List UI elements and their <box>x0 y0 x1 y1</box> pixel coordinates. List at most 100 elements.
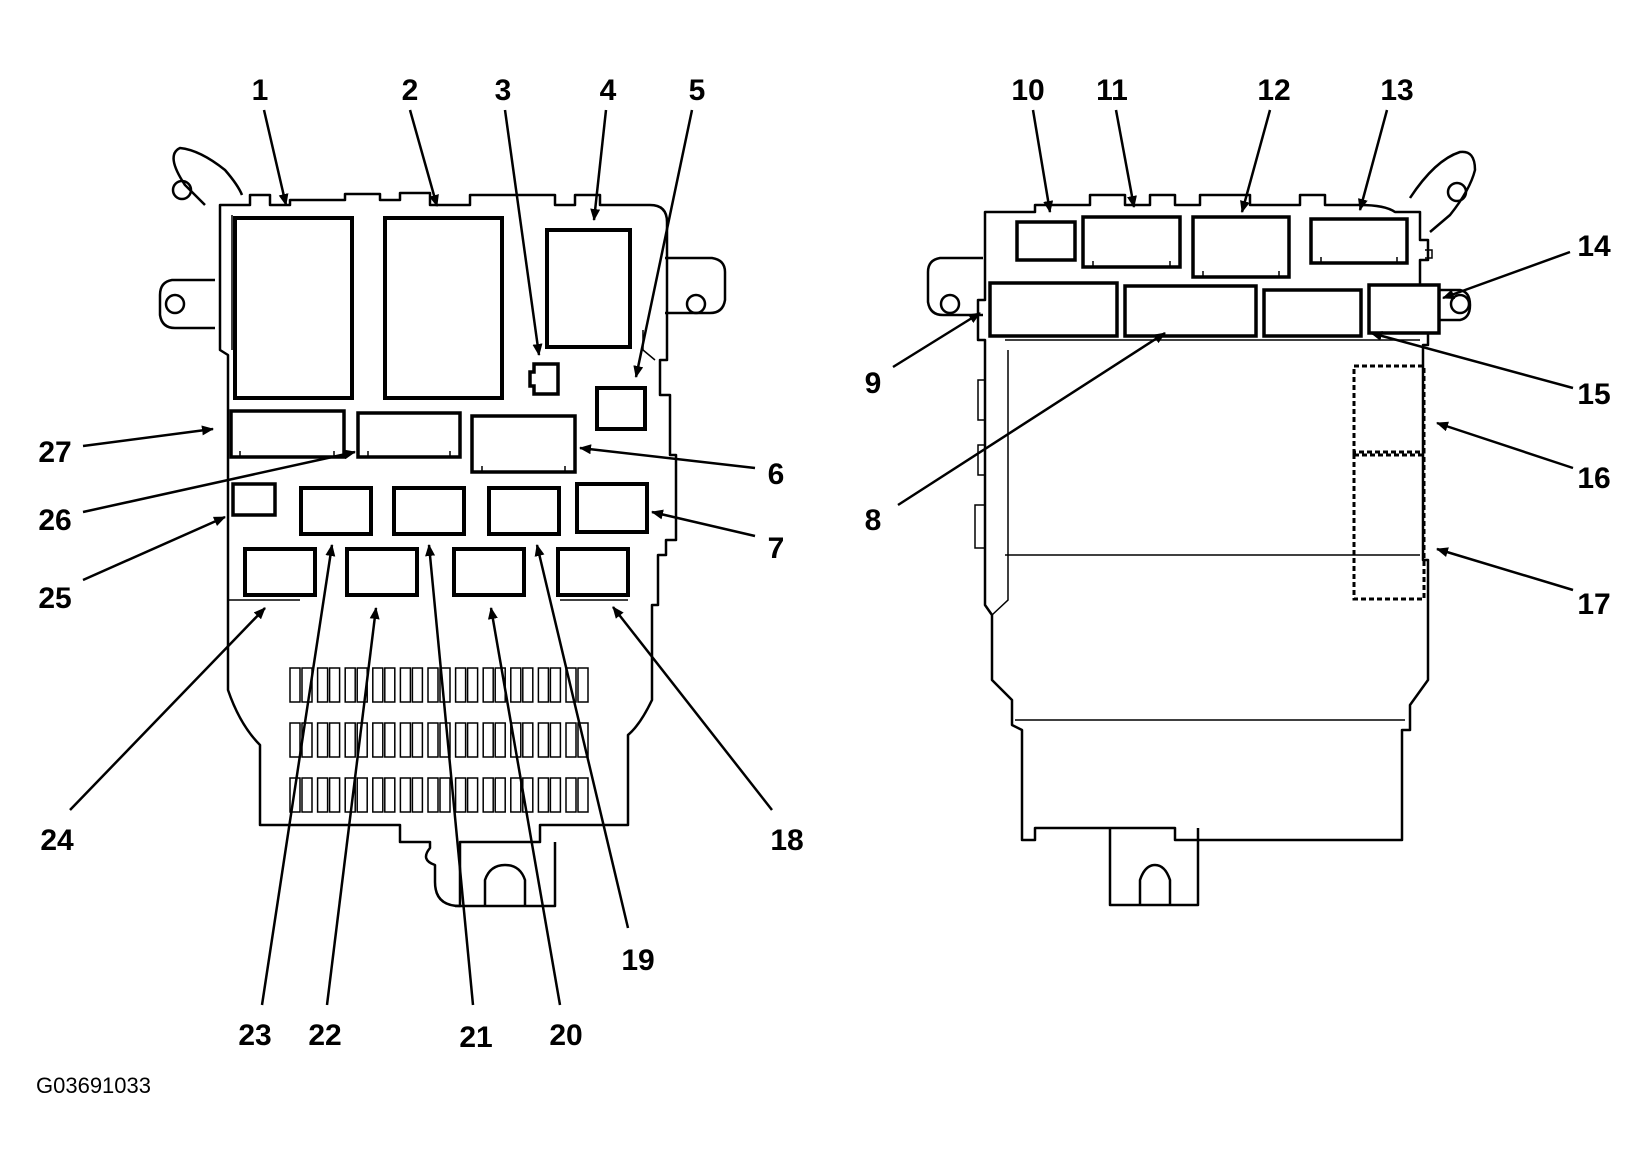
relay-19 <box>487 486 561 536</box>
leader-lines <box>69 109 1574 1006</box>
fuse-blade <box>301 777 313 813</box>
fuse-blade <box>372 667 384 703</box>
fuse-blade <box>411 667 424 703</box>
relay-2 <box>383 216 504 400</box>
fuse-blade <box>399 722 412 758</box>
hidden-relay-16 <box>1352 364 1426 454</box>
callout-23: 23 <box>238 1019 271 1052</box>
callout-3: 3 <box>495 74 512 107</box>
fuse-blade <box>537 667 550 703</box>
fuse-blade <box>316 777 329 813</box>
fuse-blade <box>482 722 494 758</box>
callout-7: 7 <box>768 532 785 565</box>
callout-11: 11 <box>1096 74 1128 107</box>
fuse-blade <box>399 667 412 703</box>
callout-1: 1 <box>252 74 269 107</box>
fuse-blade <box>577 777 589 813</box>
hidden-relay-17 <box>1352 453 1426 601</box>
fuse-blade <box>289 667 301 703</box>
fuse-blade <box>522 667 534 703</box>
fuse-blade <box>316 667 329 703</box>
connector-14 <box>1367 283 1441 335</box>
callout-19: 19 <box>621 944 654 977</box>
figure-code: G03691033 <box>36 1073 151 1098</box>
fuse-blade <box>494 722 506 758</box>
connector-27 <box>229 409 346 459</box>
callout-12: 12 <box>1257 74 1290 107</box>
fuse-blade <box>384 722 396 758</box>
fuse-blade <box>466 777 479 813</box>
fuse-blade <box>482 667 494 703</box>
relay-1 <box>233 216 354 400</box>
callout-numbers: 1 2 3 4 5 6 7 8 9 10 11 12 13 14 15 16 1… <box>38 74 1611 1054</box>
fuse-blade <box>466 667 479 703</box>
fuse-blade <box>427 667 439 703</box>
connector-8 <box>1123 284 1258 338</box>
fuse-blade <box>328 777 341 813</box>
fuse-blade <box>289 722 301 758</box>
relay-5 <box>595 386 647 431</box>
fuse-blade <box>427 722 439 758</box>
relay-7 <box>575 482 649 534</box>
relay-25 <box>231 482 277 517</box>
fuse-blade <box>577 667 589 703</box>
relay-3 <box>528 362 560 396</box>
fuse-blade <box>372 777 384 813</box>
connector-9 <box>988 281 1119 338</box>
fuse-blade <box>466 722 479 758</box>
connector-11 <box>1081 215 1182 269</box>
fuse-blade <box>522 722 534 758</box>
fuse-blade <box>356 777 368 813</box>
fuse-blade <box>411 722 424 758</box>
callout-9: 9 <box>865 367 882 400</box>
fuse-blade <box>439 777 451 813</box>
callout-25: 25 <box>38 582 71 615</box>
relay-18 <box>556 547 630 597</box>
fuse-blade <box>328 722 341 758</box>
fuse-blade <box>384 667 396 703</box>
connector-15 <box>1262 288 1363 338</box>
callout-14: 14 <box>1577 230 1611 263</box>
fuse-blade <box>549 777 562 813</box>
relay-20 <box>452 547 526 597</box>
callout-27: 27 <box>38 436 71 469</box>
relay-24 <box>243 547 317 597</box>
callout-22: 22 <box>308 1019 341 1052</box>
fuse-blade <box>549 722 562 758</box>
fuse-blade <box>549 667 562 703</box>
connector-6 <box>470 414 577 474</box>
callout-2: 2 <box>402 74 419 107</box>
fuse-blade <box>399 777 412 813</box>
fuse-grid <box>289 667 589 813</box>
callout-13: 13 <box>1380 74 1413 107</box>
relay-4 <box>545 228 632 349</box>
relay-22 <box>345 547 419 597</box>
connector-10 <box>1015 220 1077 262</box>
fuse-blade <box>454 722 467 758</box>
callout-16: 16 <box>1577 462 1610 495</box>
callout-10: 10 <box>1011 74 1044 107</box>
callout-20: 20 <box>549 1019 582 1052</box>
callout-17: 17 <box>1577 588 1610 621</box>
fuse-blade <box>454 667 467 703</box>
relay-23 <box>299 486 373 536</box>
fuse-blade <box>372 722 384 758</box>
fuse-blade <box>344 667 356 703</box>
fuse-blade <box>510 667 522 703</box>
callout-26: 26 <box>38 504 71 537</box>
fuse-blade <box>537 777 550 813</box>
callout-6: 6 <box>768 458 785 491</box>
relay-21 <box>392 486 466 536</box>
fuse-blade <box>482 777 494 813</box>
fuse-blade <box>411 777 424 813</box>
fuse-blade <box>510 777 522 813</box>
callout-21: 21 <box>459 1021 492 1054</box>
fuse-blade <box>427 777 439 813</box>
fuse-blade <box>565 777 577 813</box>
callout-4: 4 <box>600 74 617 107</box>
callout-18: 18 <box>770 824 803 857</box>
fuse-blade <box>565 722 577 758</box>
fuse-blade <box>316 722 329 758</box>
callout-8: 8 <box>865 504 882 537</box>
